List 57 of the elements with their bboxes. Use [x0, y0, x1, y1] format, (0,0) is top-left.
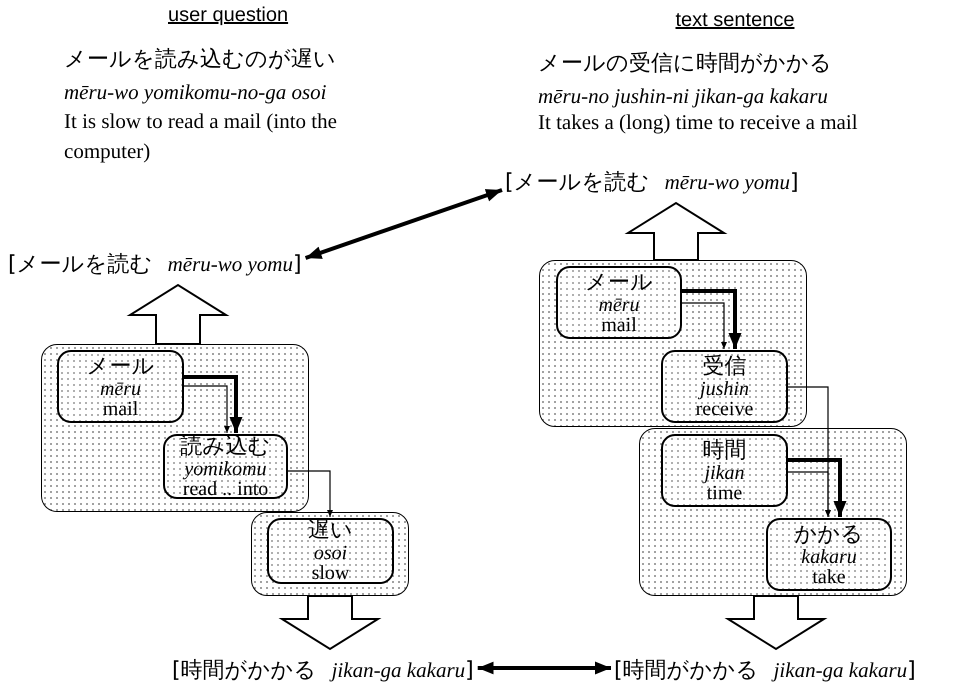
arrow — [287, 470, 333, 517]
japanese-word: 時間 — [702, 438, 746, 462]
japanese-word: 読み込む — [180, 434, 270, 458]
gloss: receive — [696, 398, 754, 418]
arrow — [681, 289, 742, 349]
romanization: kakaru — [801, 546, 857, 566]
arrow — [787, 458, 846, 517]
word-box — [163, 434, 288, 499]
word-box — [57, 350, 184, 423]
gloss: read .. into — [182, 478, 268, 498]
phrase-frame — [41, 344, 309, 512]
japanese-sentence: メールを読み込むのが遅い — [64, 46, 336, 74]
word-box — [661, 350, 788, 423]
gloss: take — [812, 566, 846, 586]
gloss: slow — [312, 563, 350, 583]
japanese-word: 受信 — [702, 354, 746, 378]
romanization: jushin — [700, 378, 749, 398]
arrow — [681, 302, 727, 349]
word-box — [556, 266, 682, 339]
block-arrow — [126, 284, 230, 345]
double-arrow — [478, 662, 611, 674]
romanization: jikan — [704, 462, 744, 482]
romanization: osoi — [314, 543, 348, 563]
gloss: time — [706, 482, 742, 502]
japanese-sentence: メールの受信に時間がかかる — [538, 50, 832, 78]
column-heading: user question — [168, 4, 288, 27]
phrase-label: [時間がかかる jikan-ga kakaru] — [172, 650, 474, 686]
gloss: mail — [601, 314, 637, 334]
phrase-label: [メールを読む mēru-wo yomu] — [505, 162, 799, 202]
phrase-frame — [251, 512, 409, 596]
romanization: mēru — [100, 378, 142, 398]
english-translation: It takes a (long) time to receive a mail — [538, 110, 858, 135]
japanese-word: 遅い — [308, 519, 353, 543]
column-heading: text sentence — [676, 9, 794, 32]
english-translation: It is slow to read a mail (into the computer) — [64, 108, 338, 165]
block-arrow — [724, 595, 828, 650]
japanese-word: メール — [585, 270, 653, 294]
romanization: yomikomu — [184, 458, 267, 478]
double-arrow — [304, 188, 503, 260]
phrase-frame — [639, 428, 907, 596]
romanized-sentence: mēru-no jushin-ni jikan-ga kakaru — [538, 84, 828, 109]
japanese-word: かかる — [794, 522, 864, 546]
arrow — [183, 385, 230, 433]
japanese-word: メール — [86, 354, 154, 378]
phrase-label: [メールを読む mēru-wo yomu] — [8, 244, 302, 284]
phrase-label: [時間がかかる jikan-ga kakaru] — [614, 650, 916, 686]
word-box — [267, 518, 394, 584]
block-arrow — [624, 202, 728, 261]
word-box — [766, 518, 892, 591]
romanized-sentence: mēru-wo yomikomu-no-ga osoi — [64, 80, 326, 105]
word-box — [661, 434, 788, 507]
gloss: mail — [102, 398, 138, 418]
phrase-frame — [539, 260, 807, 427]
arrow — [787, 471, 831, 517]
block-arrow — [278, 595, 382, 650]
arrow — [183, 375, 242, 433]
romanization: mēru — [598, 294, 640, 314]
